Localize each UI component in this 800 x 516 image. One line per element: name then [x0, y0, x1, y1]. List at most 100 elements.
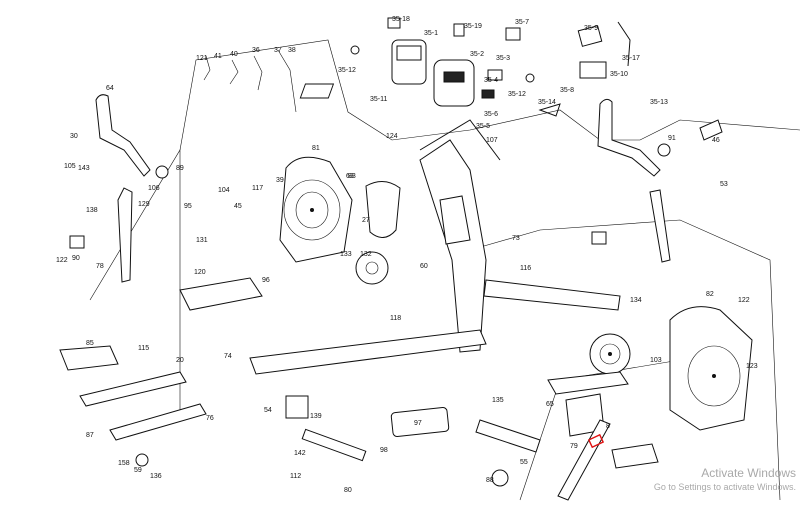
frame-rail: [249, 329, 487, 375]
rear-rail: [475, 419, 541, 453]
console-wire: [617, 21, 631, 67]
console-screen: [443, 71, 465, 83]
part-label-78: 78: [96, 263, 104, 270]
console-board: [577, 25, 603, 47]
left-foot-pad-cover: [179, 277, 263, 311]
flywheel-cover-left: [279, 156, 353, 263]
part-label-107: 107: [486, 137, 498, 144]
part-label-53: 53: [720, 181, 728, 188]
part-label-63: 63: [346, 173, 354, 180]
console-chip: [505, 27, 521, 41]
part-label-120: 120: [194, 269, 206, 276]
watermark-line1: Activate Windows: [701, 466, 796, 480]
right-pivot: [657, 143, 671, 157]
part-label-35-13: 35-13: [650, 99, 668, 106]
part-label-35-8: 35-8: [560, 87, 574, 94]
part-label-90: 90: [72, 255, 80, 262]
part-label-38: 38: [288, 47, 296, 54]
part-label-118: 118: [390, 315, 401, 322]
part-label-79: 79: [570, 443, 578, 450]
right-handle-grip: [597, 98, 661, 177]
left-wheel: [135, 453, 149, 467]
console-display: [396, 45, 422, 61]
part-label-123: 123: [746, 363, 758, 370]
console-bracket: [538, 103, 561, 117]
part-label-35-4: 35-4: [484, 77, 498, 84]
right-bracket: [591, 231, 607, 245]
right-connecting-rod: [557, 419, 611, 501]
flywheel-cover-right: [669, 306, 753, 431]
part-label-88: 88: [486, 477, 494, 484]
sensor-plug: [699, 119, 723, 141]
part-label-138: 138: [86, 207, 98, 214]
part-label-35-18: 35-18: [392, 16, 410, 23]
part-label-35-5: 35-5: [476, 123, 490, 130]
part-label-97: 97: [414, 420, 422, 427]
part-label-87: 87: [86, 432, 94, 439]
left-pedal-assembly: [59, 277, 309, 467]
part-label-80: 80: [344, 487, 352, 494]
part-label-133: 133: [340, 251, 352, 258]
left-foot-pad: [59, 345, 119, 371]
left-connecting-rod: [109, 403, 207, 441]
frame-upright: [419, 139, 487, 353]
part-label-35-3: 35-3: [496, 55, 510, 62]
part-label-112: 112: [290, 473, 301, 480]
part-label-158: 158: [118, 460, 130, 467]
part-label-122: 122: [56, 257, 68, 264]
part-label-106: 106: [148, 185, 160, 192]
part-label-35-12: 35-12: [508, 91, 526, 98]
part-label-105: 105: [64, 163, 76, 170]
part-number-labels: 35-1835-135-1935-735-935-1735-1035-1235-…: [56, 16, 758, 494]
part-label-142: 142: [294, 450, 306, 457]
part-label-65: 65: [546, 401, 554, 408]
part-label-135: 135: [492, 397, 504, 404]
part-label-40: 40: [230, 51, 238, 58]
console-knob-right: [525, 73, 535, 83]
part-label-85: 85: [86, 340, 94, 347]
left-handle-grip: [95, 94, 151, 177]
right-handlebar: [591, 98, 723, 263]
part-label-103: 103: [650, 357, 662, 364]
part-label-121: 121: [196, 55, 208, 62]
part-label-60: 60: [420, 263, 428, 270]
part-label-134: 134: [630, 297, 642, 304]
part-label-36: 36: [252, 47, 260, 54]
rear-stabilizer: [301, 428, 367, 462]
rear-stabilizer-cover: [390, 407, 450, 437]
part-label-81: 81: [312, 145, 320, 152]
part-label-129: 129: [138, 201, 150, 208]
right-drive-assembly: [301, 306, 753, 501]
part-label-96: 96: [262, 277, 270, 284]
part-label-132: 132: [360, 251, 372, 258]
part-label-73: 73: [512, 235, 520, 242]
part-label-35-14: 35-14: [538, 99, 556, 106]
part-label-35-2: 35-2: [470, 51, 484, 58]
part-label-8: 8: [606, 423, 610, 430]
leveler: [491, 469, 509, 487]
part-label-30: 30: [70, 133, 78, 140]
console-grill: [299, 83, 335, 99]
part-label-35-1: 35-1: [424, 30, 438, 37]
part-label-131: 131: [196, 237, 208, 244]
main-frame: [249, 119, 621, 375]
console-lower: [433, 59, 475, 107]
right-pedal-arm: [547, 371, 629, 395]
part-label-74: 74: [224, 353, 232, 360]
part-label-89: 89: [176, 165, 184, 172]
part-label-35-9: 35-9: [584, 25, 598, 32]
part-label-143: 143: [78, 165, 90, 172]
part-label-20: 20: [176, 357, 184, 364]
part-label-124: 124: [386, 133, 398, 140]
part-label-76: 76: [206, 415, 214, 422]
pulley: [355, 251, 389, 285]
part-label-116: 116: [520, 265, 531, 272]
wire-harness: [203, 49, 297, 113]
left-bracket: [69, 235, 85, 249]
frame-gusset: [439, 195, 471, 245]
frame-crossbar: [483, 279, 621, 311]
highlighted-part-marker[interactable]: [587, 433, 605, 449]
part-label-27: 27: [362, 217, 370, 224]
